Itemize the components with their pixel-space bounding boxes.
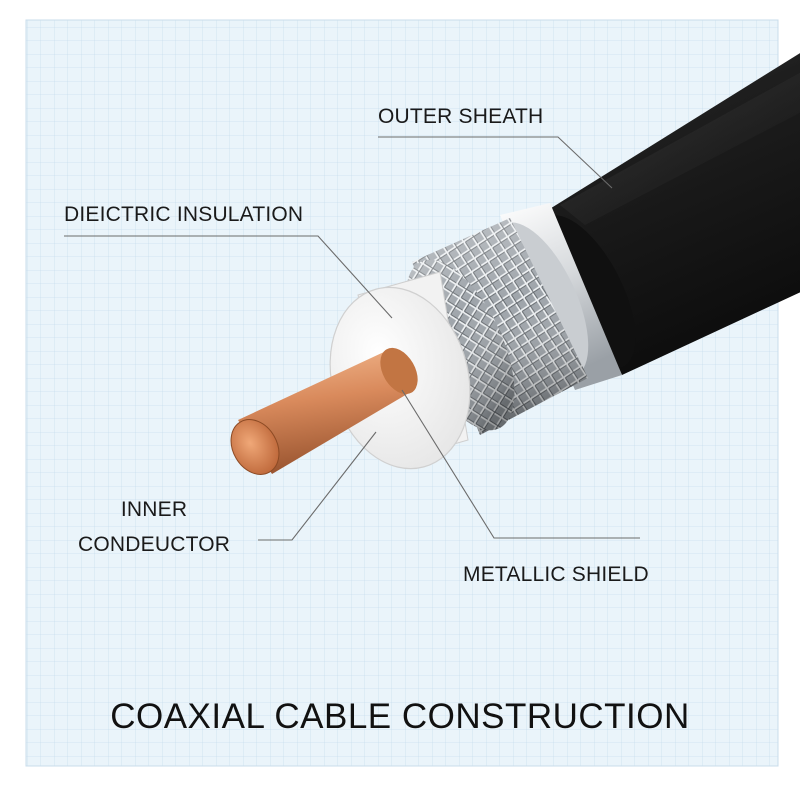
label-inner-conductor-line1: INNER (120, 498, 188, 521)
label-dielectric-insulation: DIEICTRIC INSULATION (64, 203, 304, 226)
label-inner-conductor: INNER CONDEUCTOR (78, 492, 230, 562)
label-metallic-shield: METALLIC SHIELD (463, 563, 649, 586)
inner-conductor (230, 347, 418, 475)
leader-dielectric (64, 235, 393, 319)
leader-outer-sheath (378, 136, 613, 189)
label-inner-conductor-line2: CONDEUCTOR (78, 533, 231, 556)
leader-inner-conductor (258, 431, 377, 541)
leader-metallic-shield (401, 389, 640, 539)
diagram-title: COAXIAL CABLE CONSTRUCTION (110, 697, 690, 736)
leader-lines (64, 136, 640, 541)
label-outer-sheath: OUTER SHEATH (378, 105, 544, 128)
